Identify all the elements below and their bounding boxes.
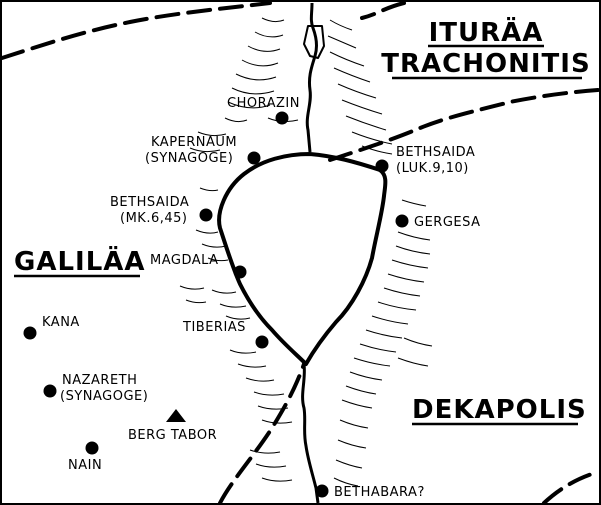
marker-bethsaida-east — [375, 159, 389, 173]
label-nazareth: NAZARETH — [62, 373, 137, 388]
label-nazareth-note: (SYNAGOGE) — [60, 389, 148, 404]
jordan-river — [301, 2, 325, 504]
marker-nazareth — [43, 384, 57, 398]
sea-of-galilee — [217, 152, 388, 366]
region-ituraea: ITURÄA — [429, 16, 544, 48]
marker-magdala — [233, 265, 247, 279]
region-galilaea: GALILÄA — [14, 245, 146, 277]
label-berg-tabor: BERG TABOR — [128, 428, 217, 443]
marker-nain — [85, 441, 99, 455]
label-bethsaida-west-note: (MK.6,45) — [120, 211, 187, 226]
marker-bethsaida-west — [199, 208, 213, 222]
label-bethsaida-east-note: (LUK.9,10) — [396, 161, 469, 176]
marker-kana — [23, 326, 37, 340]
label-tiberias: TIBERIAS — [182, 320, 246, 335]
region-dekapolis: DEKAPOLIS — [412, 395, 587, 425]
marker-chorazin — [275, 111, 289, 125]
region-trachonitis: TRACHONITIS — [381, 49, 590, 79]
label-kana: KANA — [42, 315, 80, 330]
marker-bethabara — [315, 484, 329, 498]
place-markers — [23, 111, 409, 498]
jordan-upper — [305, 2, 318, 153]
label-kapernaum-note: (SYNAGOGE) — [145, 151, 233, 166]
marker-berg-tabor — [166, 409, 186, 422]
marker-tiberias — [255, 335, 269, 349]
label-magdala: MAGDALA — [150, 253, 219, 268]
marker-gergesa — [395, 214, 409, 228]
hill-hatching-west — [179, 17, 299, 482]
label-bethsaida-west: BETHSAIDA — [110, 195, 189, 210]
label-bethabara: BETHABARA? — [334, 485, 425, 500]
hill-hatching-east — [327, 19, 433, 487]
label-kapernaum: KAPERNAUM — [151, 135, 237, 150]
label-bethsaida-east: BETHSAIDA — [396, 145, 475, 160]
jordan-lower — [301, 363, 320, 504]
marker-kapernaum — [247, 151, 261, 165]
lake-pond — [303, 25, 325, 59]
label-gergesa: GERGESA — [414, 215, 481, 230]
label-chorazin: CHORAZIN — [227, 96, 300, 111]
label-nain: NAIN — [68, 458, 102, 473]
